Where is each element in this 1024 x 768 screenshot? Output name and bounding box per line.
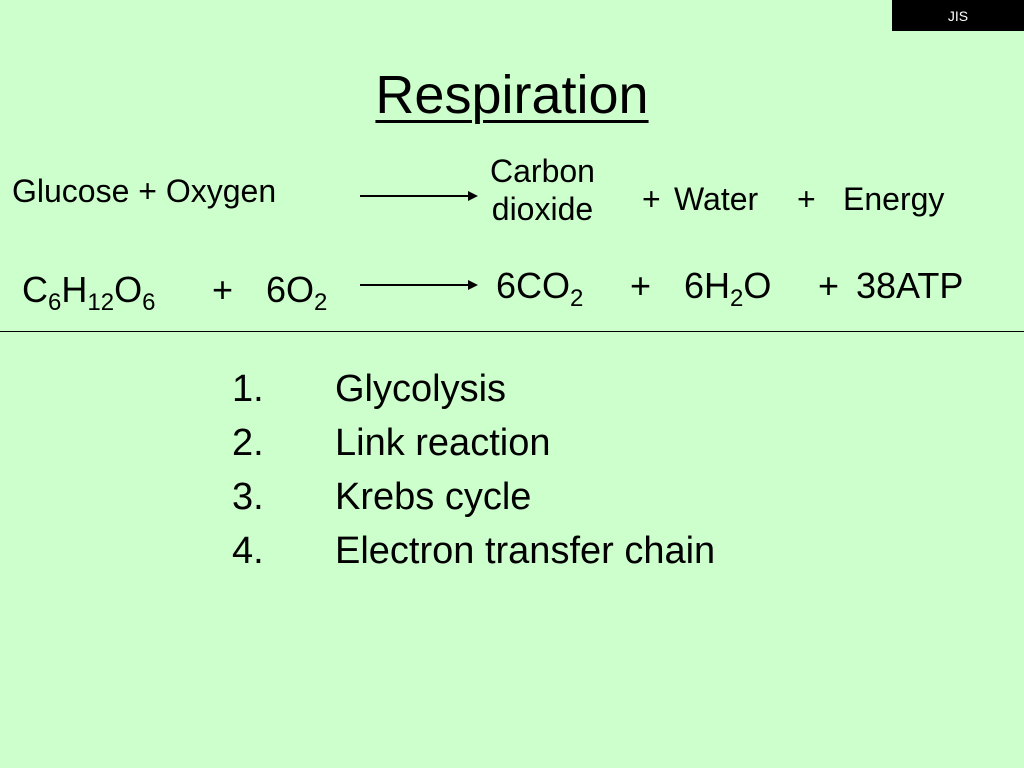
oxygen-coef: 6O — [266, 269, 315, 310]
co2-formula: 6CO2 — [496, 265, 583, 311]
element-c: C — [22, 269, 48, 310]
product-carbon-dioxide: Carbon dioxide — [490, 152, 595, 229]
product-water: Water — [674, 181, 759, 217]
reactant-glucose: Glucose — [12, 173, 130, 209]
plus-sign: + — [138, 173, 157, 209]
element-h: H — [61, 269, 88, 310]
list-item: 4. Electron transfer chain — [232, 530, 715, 584]
co2-coef: 6CO — [496, 265, 571, 306]
plus-sign: + — [797, 181, 816, 217]
subscript: 2 — [570, 285, 584, 312]
step-number: 2. — [232, 422, 264, 464]
subscript: 2 — [730, 285, 744, 312]
water-formula: 6H2O — [684, 265, 772, 311]
step-number: 1. — [232, 368, 264, 410]
step-number: 3. — [232, 476, 264, 518]
subscript: 6 — [48, 289, 62, 316]
element-o: O — [114, 269, 143, 310]
divider-line — [0, 331, 1024, 332]
list-item: 3. Krebs cycle — [232, 476, 715, 530]
water-coef: 6H — [684, 265, 731, 306]
water-tail: O — [743, 265, 772, 306]
page-title: Respiration — [0, 64, 1024, 126]
plus-sign: + — [642, 181, 661, 217]
subscript: 2 — [314, 289, 328, 316]
atp-formula: 38ATP — [856, 265, 964, 306]
title-text: Respiration — [375, 65, 649, 125]
plus-sign: + — [818, 265, 840, 306]
step-number: 4. — [232, 530, 264, 572]
steps-list: 1. Glycolysis 2. Link reaction 3. Krebs … — [232, 368, 715, 584]
reactant-oxygen: Oxygen — [165, 173, 277, 209]
list-item: 1. Glycolysis — [232, 368, 715, 422]
word-arrow-icon — [360, 191, 478, 201]
step-label: Krebs cycle — [335, 476, 532, 518]
subscript: 12 — [87, 289, 115, 316]
subscript: 6 — [142, 289, 156, 316]
step-label: Glycolysis — [335, 368, 507, 410]
word-equation-reactants: Glucose + Oxygen — [12, 175, 276, 207]
author-badge: JIS — [892, 0, 1024, 31]
list-item: 2. Link reaction — [232, 422, 715, 476]
product-dioxide-line: dioxide — [491, 191, 594, 228]
product-energy: Energy — [843, 181, 945, 217]
product-carbon-line: Carbon — [490, 153, 595, 189]
plus-sign: + — [212, 269, 234, 310]
chemical-arrow-icon — [360, 280, 478, 290]
step-label: Link reaction — [335, 422, 551, 464]
plus-sign: + — [630, 265, 652, 306]
oxygen-formula: 6O2 — [266, 269, 327, 315]
step-label: Electron transfer chain — [335, 530, 716, 572]
glucose-formula: C6H12O6 — [22, 269, 155, 315]
